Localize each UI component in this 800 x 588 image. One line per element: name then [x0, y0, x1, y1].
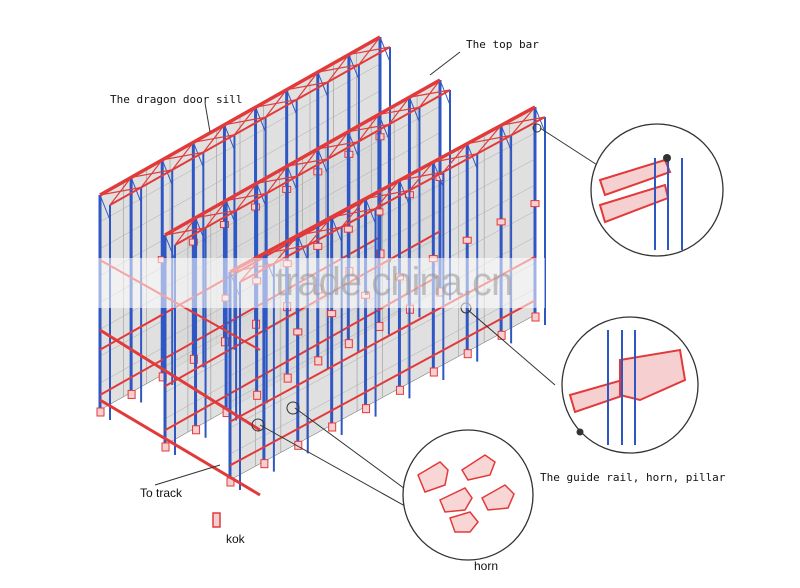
label-dragon-door-sill: The dragon door sill: [110, 93, 243, 106]
kok-anchor: [212, 512, 221, 528]
watermark-text: trade.china.cn: [275, 260, 513, 304]
label-top-bar: The top bar: [466, 38, 539, 51]
watermark: trade.china.cn: [95, 258, 545, 308]
label-kok: kok: [226, 532, 245, 546]
leader-lines: [154, 51, 606, 521]
detail-circle-top: [590, 123, 724, 257]
detail-circle-middle: [561, 316, 699, 454]
label-guide-rail: The guide rail, horn, pillar: [540, 471, 726, 484]
label-to-track: To track: [140, 486, 183, 500]
detail-circle-horn: [402, 429, 534, 561]
label-horn: horn: [474, 559, 499, 573]
